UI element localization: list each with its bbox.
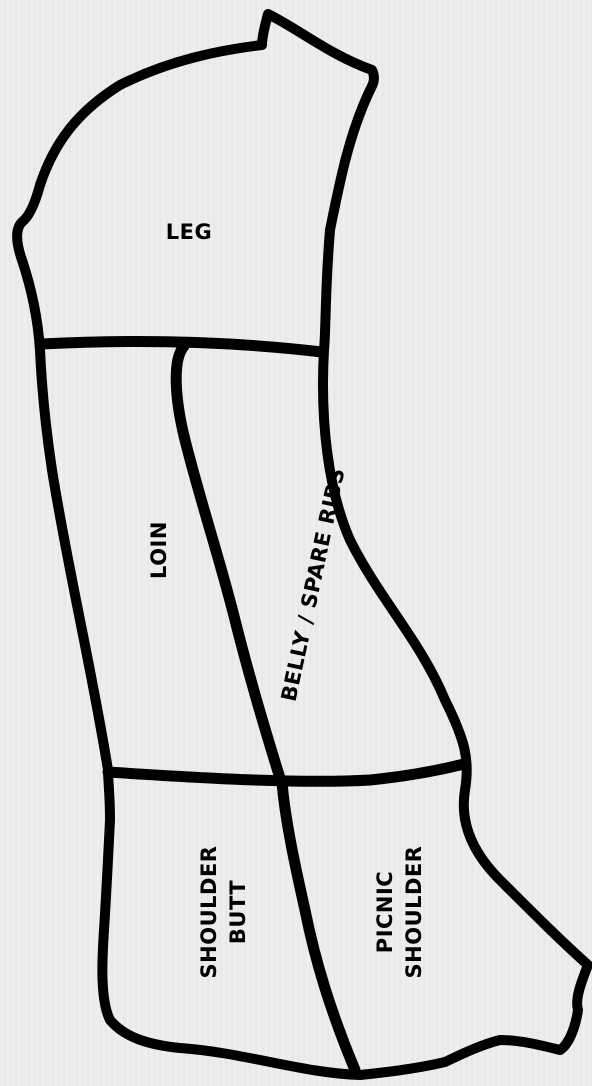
- belly-spare-ribs-label: BELLY / SPARE RIBS: [277, 466, 350, 704]
- shoulder-butt-label-line-1: SHOULDER: [197, 846, 221, 979]
- shoulder-butt-label: SHOULDER BUTT: [197, 846, 250, 979]
- leg-label: LEG: [166, 220, 212, 244]
- shoulder-butt-label-line-2: BUTT: [226, 880, 250, 944]
- picnic-shoulder-label-line-1: PICNIC: [373, 871, 397, 953]
- loin-label: LOIN: [147, 521, 171, 579]
- picnic-shoulder-label-line-2: SHOULDER: [402, 846, 426, 979]
- picnic-shoulder-label: PICNIC SHOULDER: [373, 846, 426, 979]
- shoulder-split-line: [282, 782, 355, 1070]
- loin-belly-divider-line: [176, 346, 280, 778]
